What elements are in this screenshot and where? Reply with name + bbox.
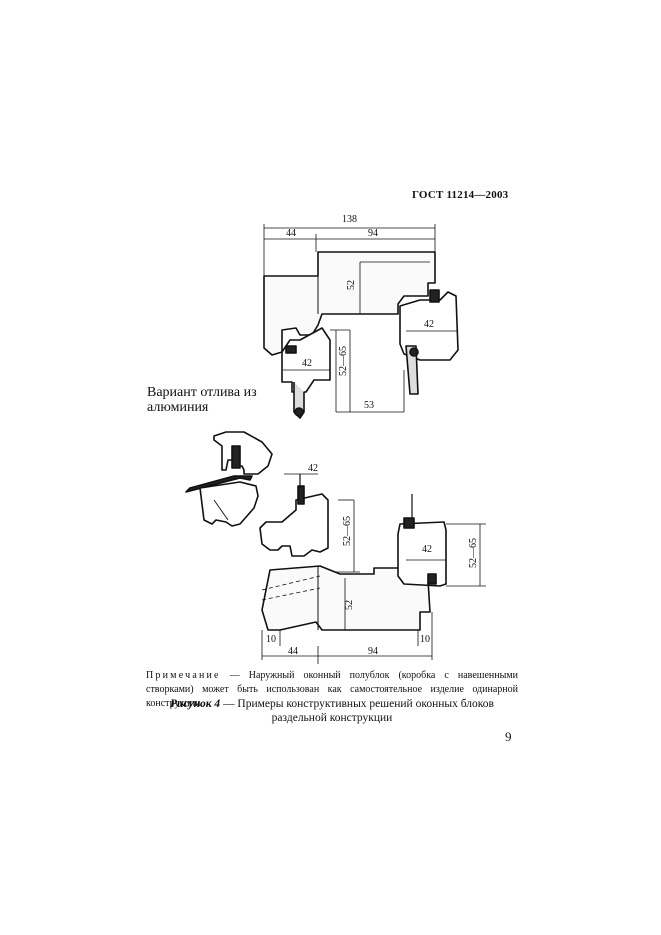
dim-gap-right: 10 — [420, 634, 430, 645]
dim-sash-left: 42 — [302, 358, 312, 369]
variant-label-line2: алюминия — [147, 400, 209, 415]
note-label: Примечание — [146, 670, 221, 681]
note-paragraph: Примечание — Наружный оконный полублок (… — [146, 669, 518, 711]
aluminium-drip-detail — [185, 431, 273, 527]
figure-number: Рисунок 4 — [170, 698, 221, 710]
dim-right-part: 94 — [368, 228, 378, 239]
dim-sash-right: 42 — [424, 319, 434, 330]
dim-total-width: 138 — [342, 214, 357, 225]
dim-height-main: 52 — [346, 280, 357, 290]
dim-range: 52—65 — [338, 346, 349, 376]
dim-left-part-bottom: 44 — [288, 646, 298, 657]
dim-height-main-bottom: 52 — [344, 600, 355, 610]
figure-caption-text: — Примеры конструктивных решений оконных… — [220, 698, 494, 724]
note-text: — Наружный оконный полублок (коробка с н… — [146, 670, 518, 709]
standard-header: ГОСТ 11214—2003 — [412, 189, 509, 201]
dim-range-right: 52—65 — [468, 538, 479, 568]
page-number: 9 — [505, 729, 512, 744]
dim-sash-top: 42 — [308, 463, 318, 474]
dim-offset: 53 — [364, 400, 374, 411]
bottom-window-section — [259, 473, 486, 664]
dim-sash-right-bottom: 42 — [422, 544, 432, 555]
dim-range-left: 52—65 — [342, 516, 353, 546]
dim-gap-left: 10 — [266, 634, 276, 645]
dim-left-part: 44 — [286, 228, 296, 239]
variant-label: Вариант отлива из алюминия — [147, 385, 257, 415]
top-window-section — [263, 224, 459, 419]
figure-caption: Рисунок 4 — Примеры конструктивных решен… — [146, 697, 518, 725]
dim-right-part-bottom: 94 — [368, 646, 378, 657]
variant-label-line1: Вариант отлива из — [147, 385, 257, 400]
